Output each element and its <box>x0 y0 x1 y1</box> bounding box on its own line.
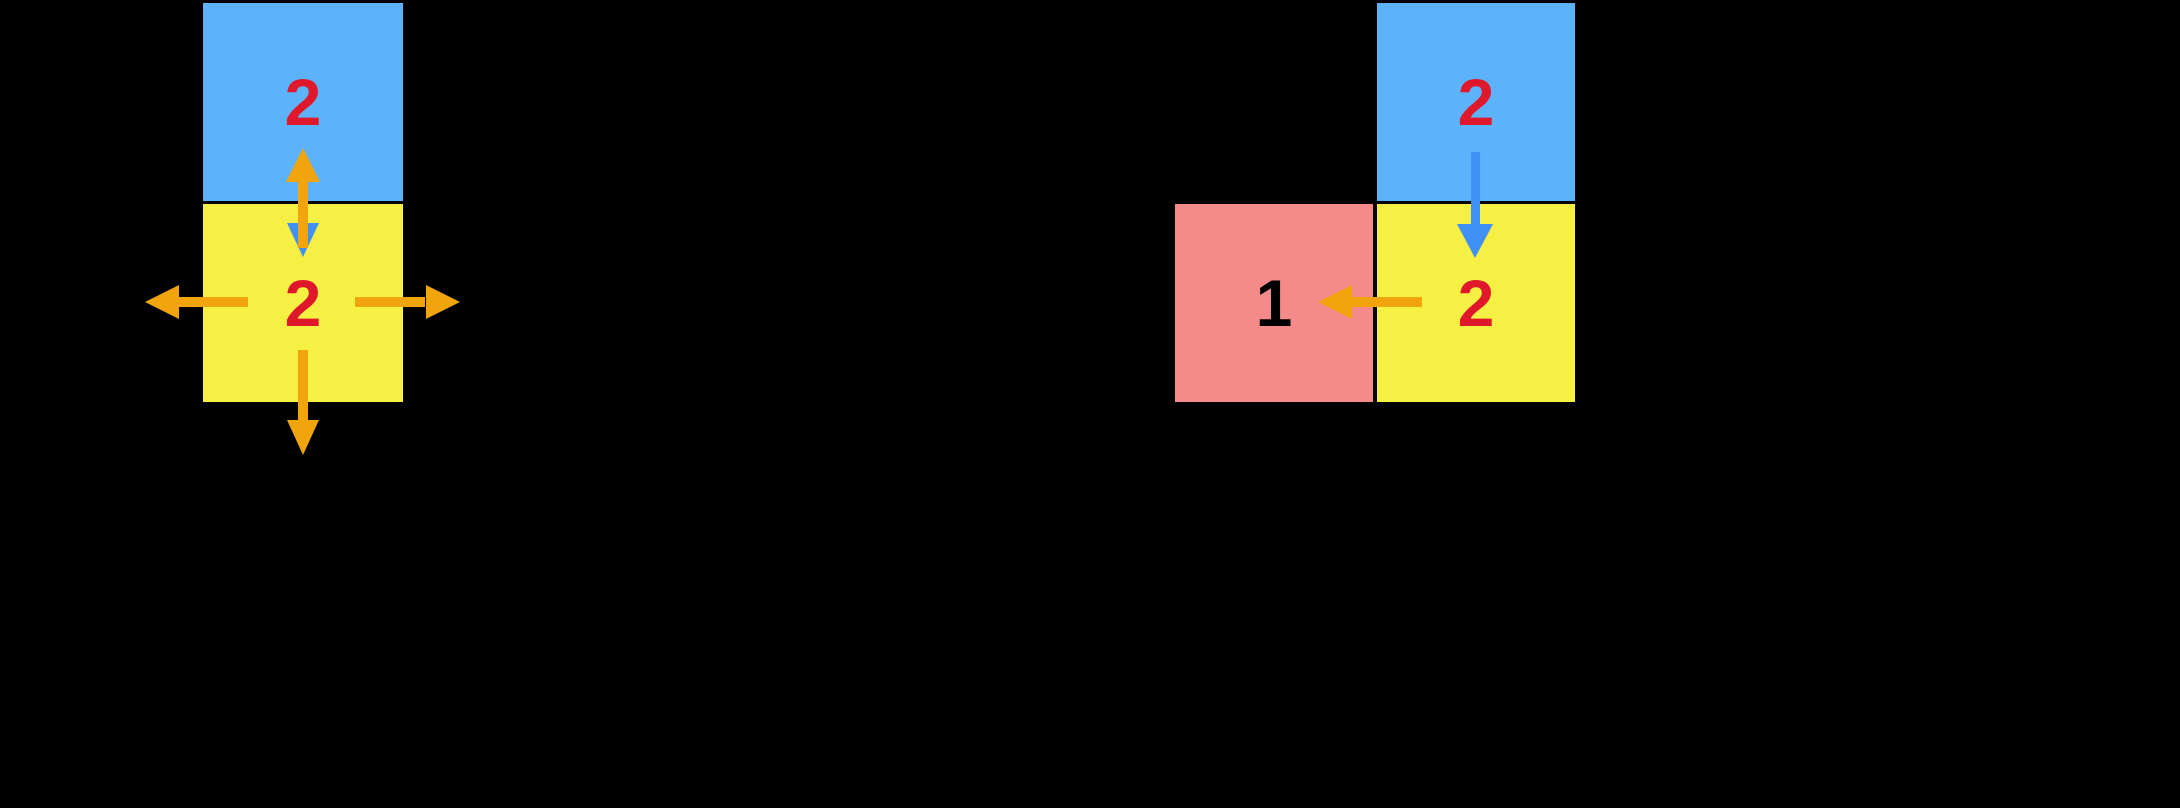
right-pink-tile-value: 1 <box>1255 266 1293 340</box>
left-yellow-tile-value: 2 <box>284 266 322 340</box>
right-yellow-tile: 2 <box>1377 204 1575 402</box>
left-yellow-tile: 2 <box>203 204 403 402</box>
left-blue-tile-value: 2 <box>284 65 322 139</box>
right-blue-tile-value: 2 <box>1457 65 1495 139</box>
right-pink-tile: 1 <box>1175 204 1373 402</box>
right-yellow-tile-value: 2 <box>1457 266 1495 340</box>
left-blue-tile: 2 <box>203 3 403 201</box>
right-blue-tile: 2 <box>1377 3 1575 201</box>
